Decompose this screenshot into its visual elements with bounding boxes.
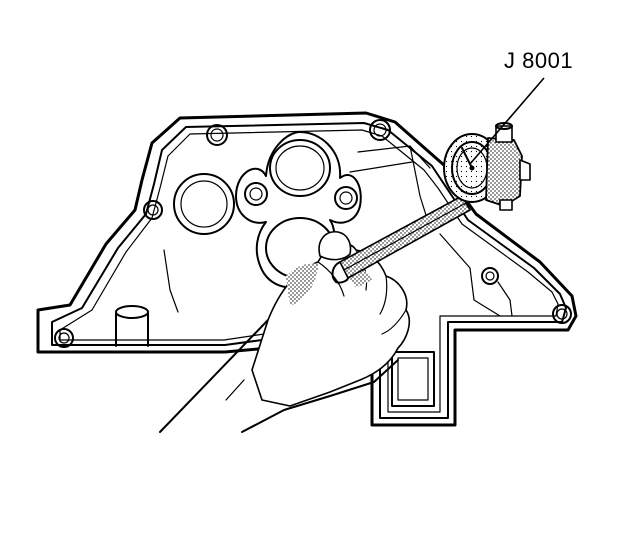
technician-hand xyxy=(159,231,411,433)
side-hole-right xyxy=(334,186,358,210)
tool-callout-label: J 8001 xyxy=(504,48,574,73)
left-lower-boss xyxy=(115,305,149,347)
lower-square-port xyxy=(391,351,435,407)
callout-leader-line xyxy=(469,77,545,165)
bolt-hole xyxy=(54,328,74,348)
side-hole-left xyxy=(244,182,268,206)
bolt-hole xyxy=(369,119,391,141)
bolt-hole xyxy=(481,267,499,285)
bolt-hole xyxy=(143,200,163,220)
left-round-opening xyxy=(173,173,235,235)
upper-bore xyxy=(269,139,331,197)
bolt-holes xyxy=(54,119,572,348)
bolt-hole xyxy=(206,124,228,146)
bolt-hole xyxy=(552,304,572,324)
dial-indicator-tool xyxy=(331,122,531,284)
